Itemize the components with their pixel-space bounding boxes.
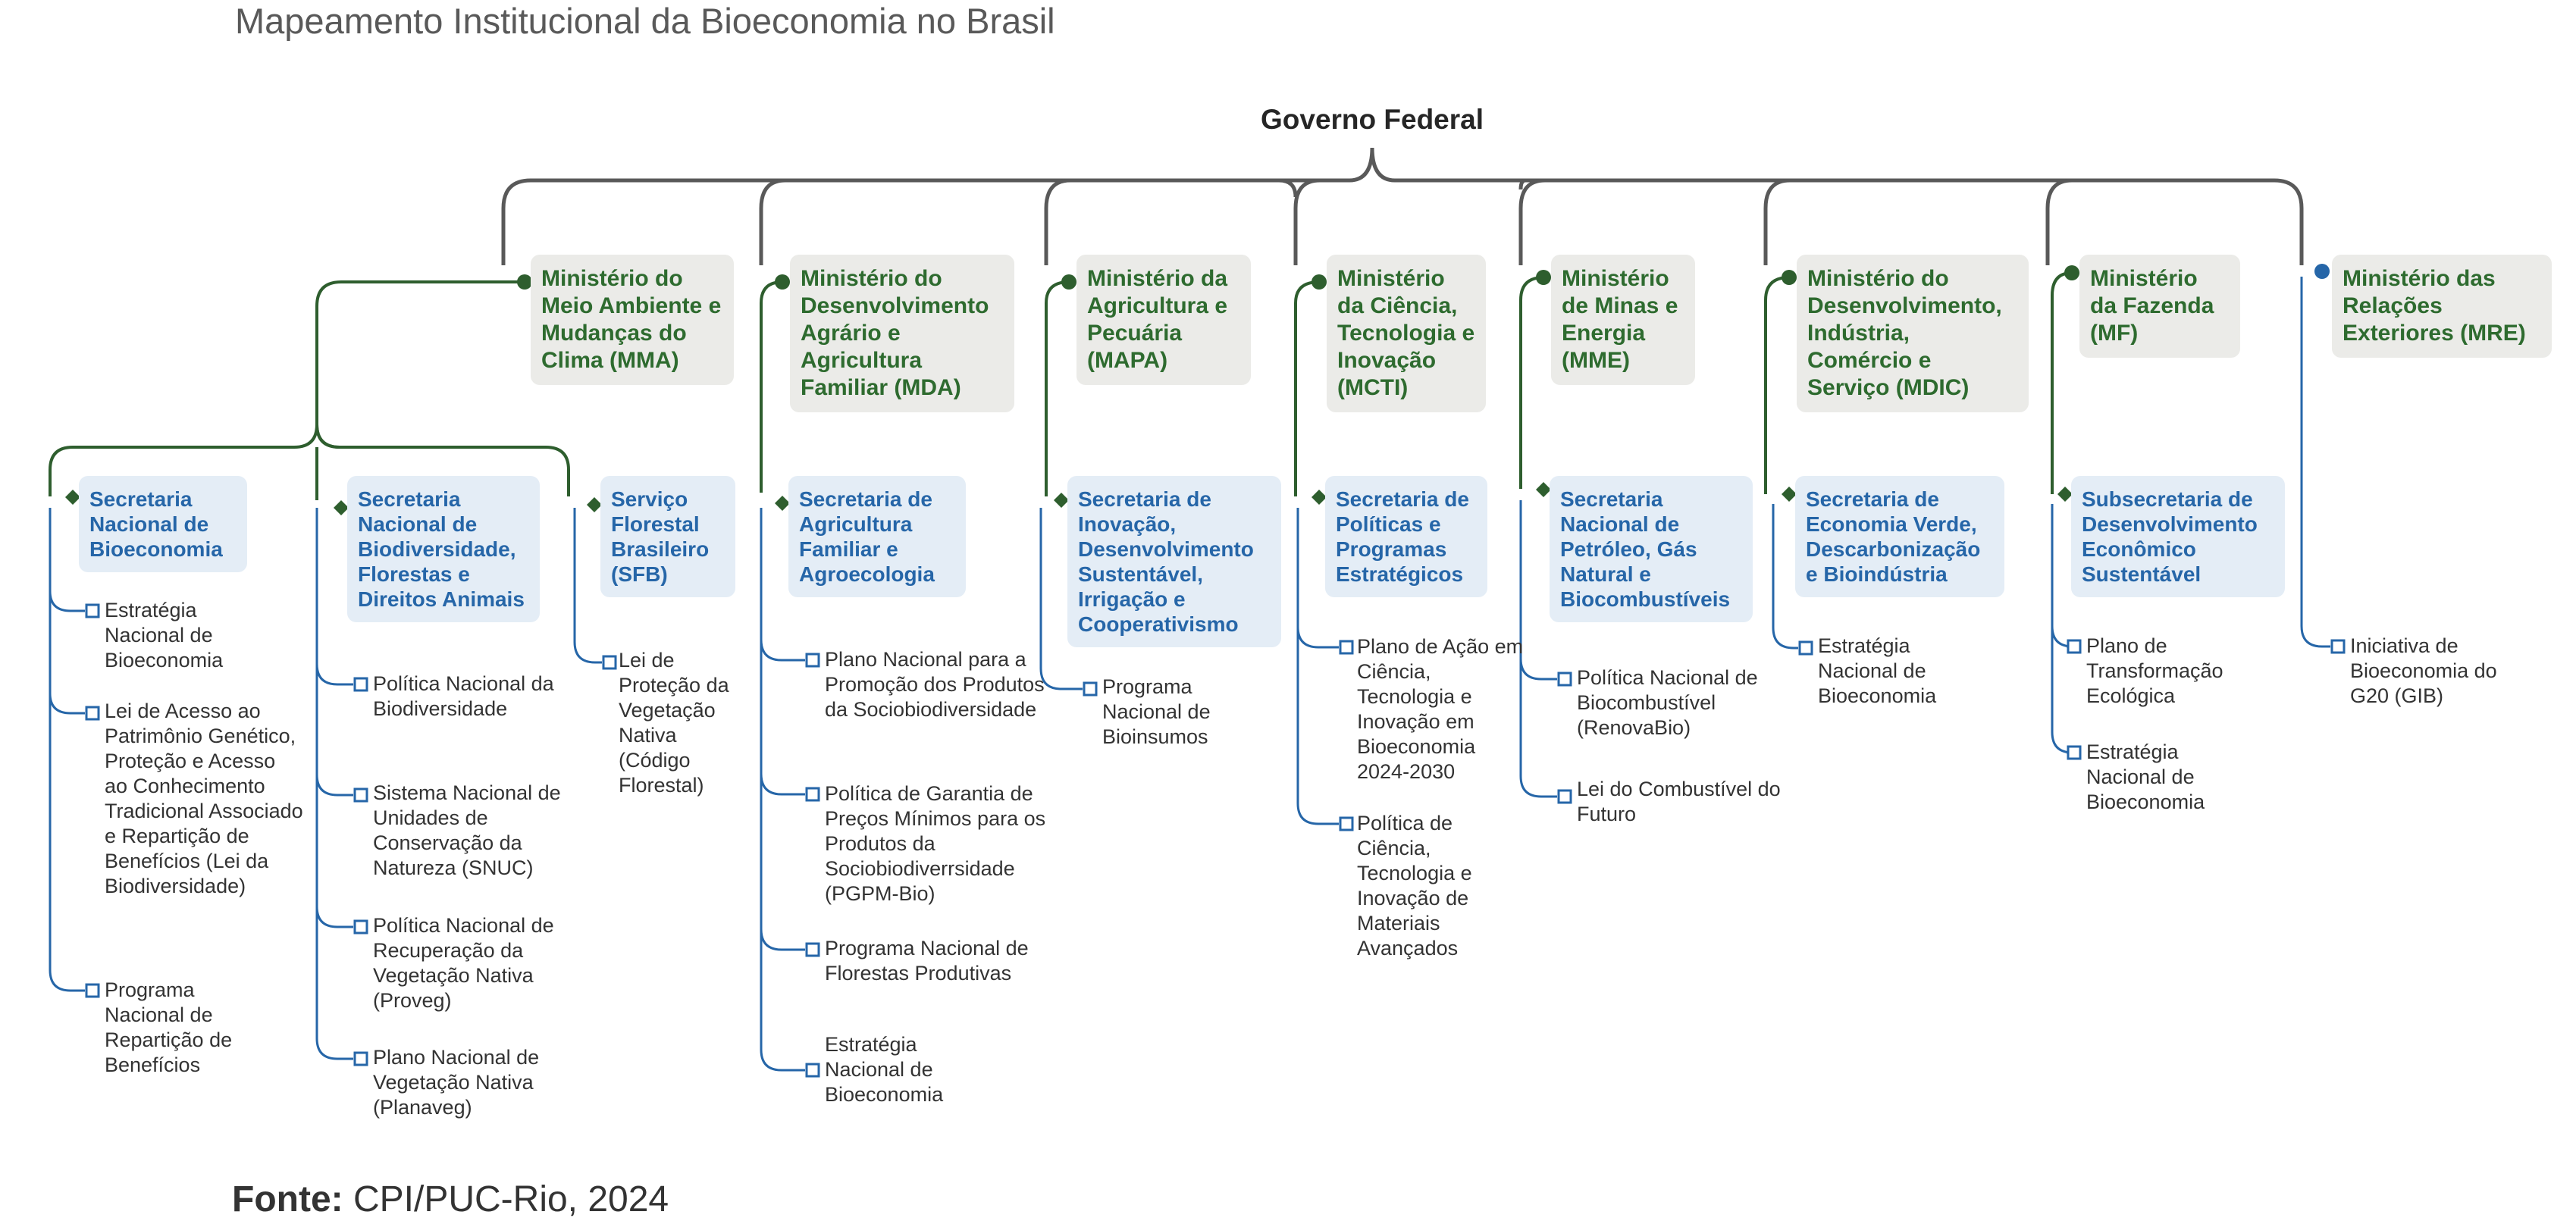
policy-item: Plano Nacional para a Promoção dos Produ… (825, 648, 1045, 721)
secretariat-petroleo-gas: Secretaria Nacional de Petróleo, Gás Nat… (1550, 476, 1753, 622)
ministry-mme: Ministério de Minas e Energia (MME) (1551, 255, 1695, 385)
policy-item: Iniciativa de Bioeconomia do G20 (GIB) (2350, 634, 2497, 707)
policy-item: Programa Nacional de Florestas Produtiva… (825, 937, 1029, 985)
root-connectors (501, 147, 2304, 265)
policy-item: Plano de Ação em Ciência, Tecnologia e I… (1357, 635, 1524, 783)
ministry-mda: Ministério do Desenvolvimento Agrário e … (790, 255, 1014, 412)
secretariat-inovacao: Secretaria de Inovação, Desenvolvimento … (1067, 476, 1281, 647)
policy-squares (85, 603, 2346, 1078)
ministry-mf: Ministério da Fazenda (MF) (2079, 255, 2240, 358)
policy-item: Política Nacional de Recuperação da Vege… (373, 914, 554, 1012)
ministry-mdic: Ministério do Desenvolvimento, Indústria… (1797, 255, 2029, 412)
secretariat-sfb: Serviço Florestal Brasileiro (SFB) (600, 476, 735, 597)
subsecretariat-desenvolvimento: Subsecretaria de Desenvolvimento Econômi… (2071, 476, 2285, 597)
secretariat-economia-verde: Secretaria de Economia Verde, Descarboni… (1795, 476, 2004, 597)
source-note: Fonte: CPI/PUC-Rio, 2024 (232, 1179, 669, 1220)
ministry-mma: Ministério do Meio Ambiente e Mudanças d… (531, 255, 734, 385)
policy-item: Estratégia Nacional de Bioeconomia (825, 1033, 944, 1106)
secretariat-biodiversidade: Secretaria Nacional de Biodiversidade, F… (347, 476, 540, 622)
policy-item: Plano Nacional de Vegetação Nativa (Plan… (373, 1046, 540, 1119)
policy-item: Estratégia Nacional de Bioeconomia (2086, 740, 2205, 813)
secretariat-politicas-programas: Secretaria de Políticas e Programas Estr… (1325, 476, 1487, 597)
policy-item: Programa Nacional de Bioinsumos (1102, 675, 1211, 748)
policy-item: Estratégia Nacional de Bioeconomia (1818, 634, 1937, 707)
policy-item: Sistema Nacional de Unidades de Conserva… (373, 781, 561, 879)
root-node-governo-federal: Governo Federal (1260, 104, 1484, 135)
secretariat-diamonds (65, 482, 2073, 515)
policy-item: Política de Garantia de Preços Mínimos p… (825, 782, 1046, 905)
diagram-title: Mapeamento Institucional da Bioeconomia … (235, 1, 1055, 41)
ministry-mapa: Ministério da Agricultura e Pecuária (MA… (1076, 255, 1251, 385)
secretariat-bioeconomia: Secretaria Nacional de Bioeconomia (79, 476, 247, 572)
secretariat-agricultura-familiar: Secretaria de Agricultura Familiar e Agr… (788, 476, 966, 597)
policy-item: Programa Nacional de Repartição de Benef… (105, 978, 233, 1076)
policy-item: Lei de Proteção da Vegetação Nativa (Cód… (619, 649, 729, 797)
policy-item: Plano de Transformação Ecológica (2086, 634, 2223, 707)
policy-item: Política Nacional da Biodiversidade (373, 672, 554, 720)
source-label: Fonte: (232, 1179, 343, 1219)
policy-item: Lei do Combustível do Futuro (1577, 778, 1781, 825)
policy-item: Estratégia Nacional de Bioeconomia (105, 599, 224, 672)
ministry-mre: Ministério das Relações Exteriores (MRE) (2332, 255, 2552, 358)
source-text: CPI/PUC-Rio, 2024 (353, 1179, 669, 1219)
ministry-dots (517, 264, 2330, 290)
policy-item: Política Nacional de Biocombustível (Ren… (1577, 666, 1758, 739)
policy-item: Política de Ciência, Tecnologia e Inovaç… (1357, 812, 1472, 960)
ministry-mcti: Ministério da Ciência, Tecnologia e Inov… (1327, 255, 1486, 412)
policy-item: Lei de Acesso ao Patrimônio Genético, Pr… (105, 700, 303, 897)
ministry-connectors (49, 271, 2073, 500)
